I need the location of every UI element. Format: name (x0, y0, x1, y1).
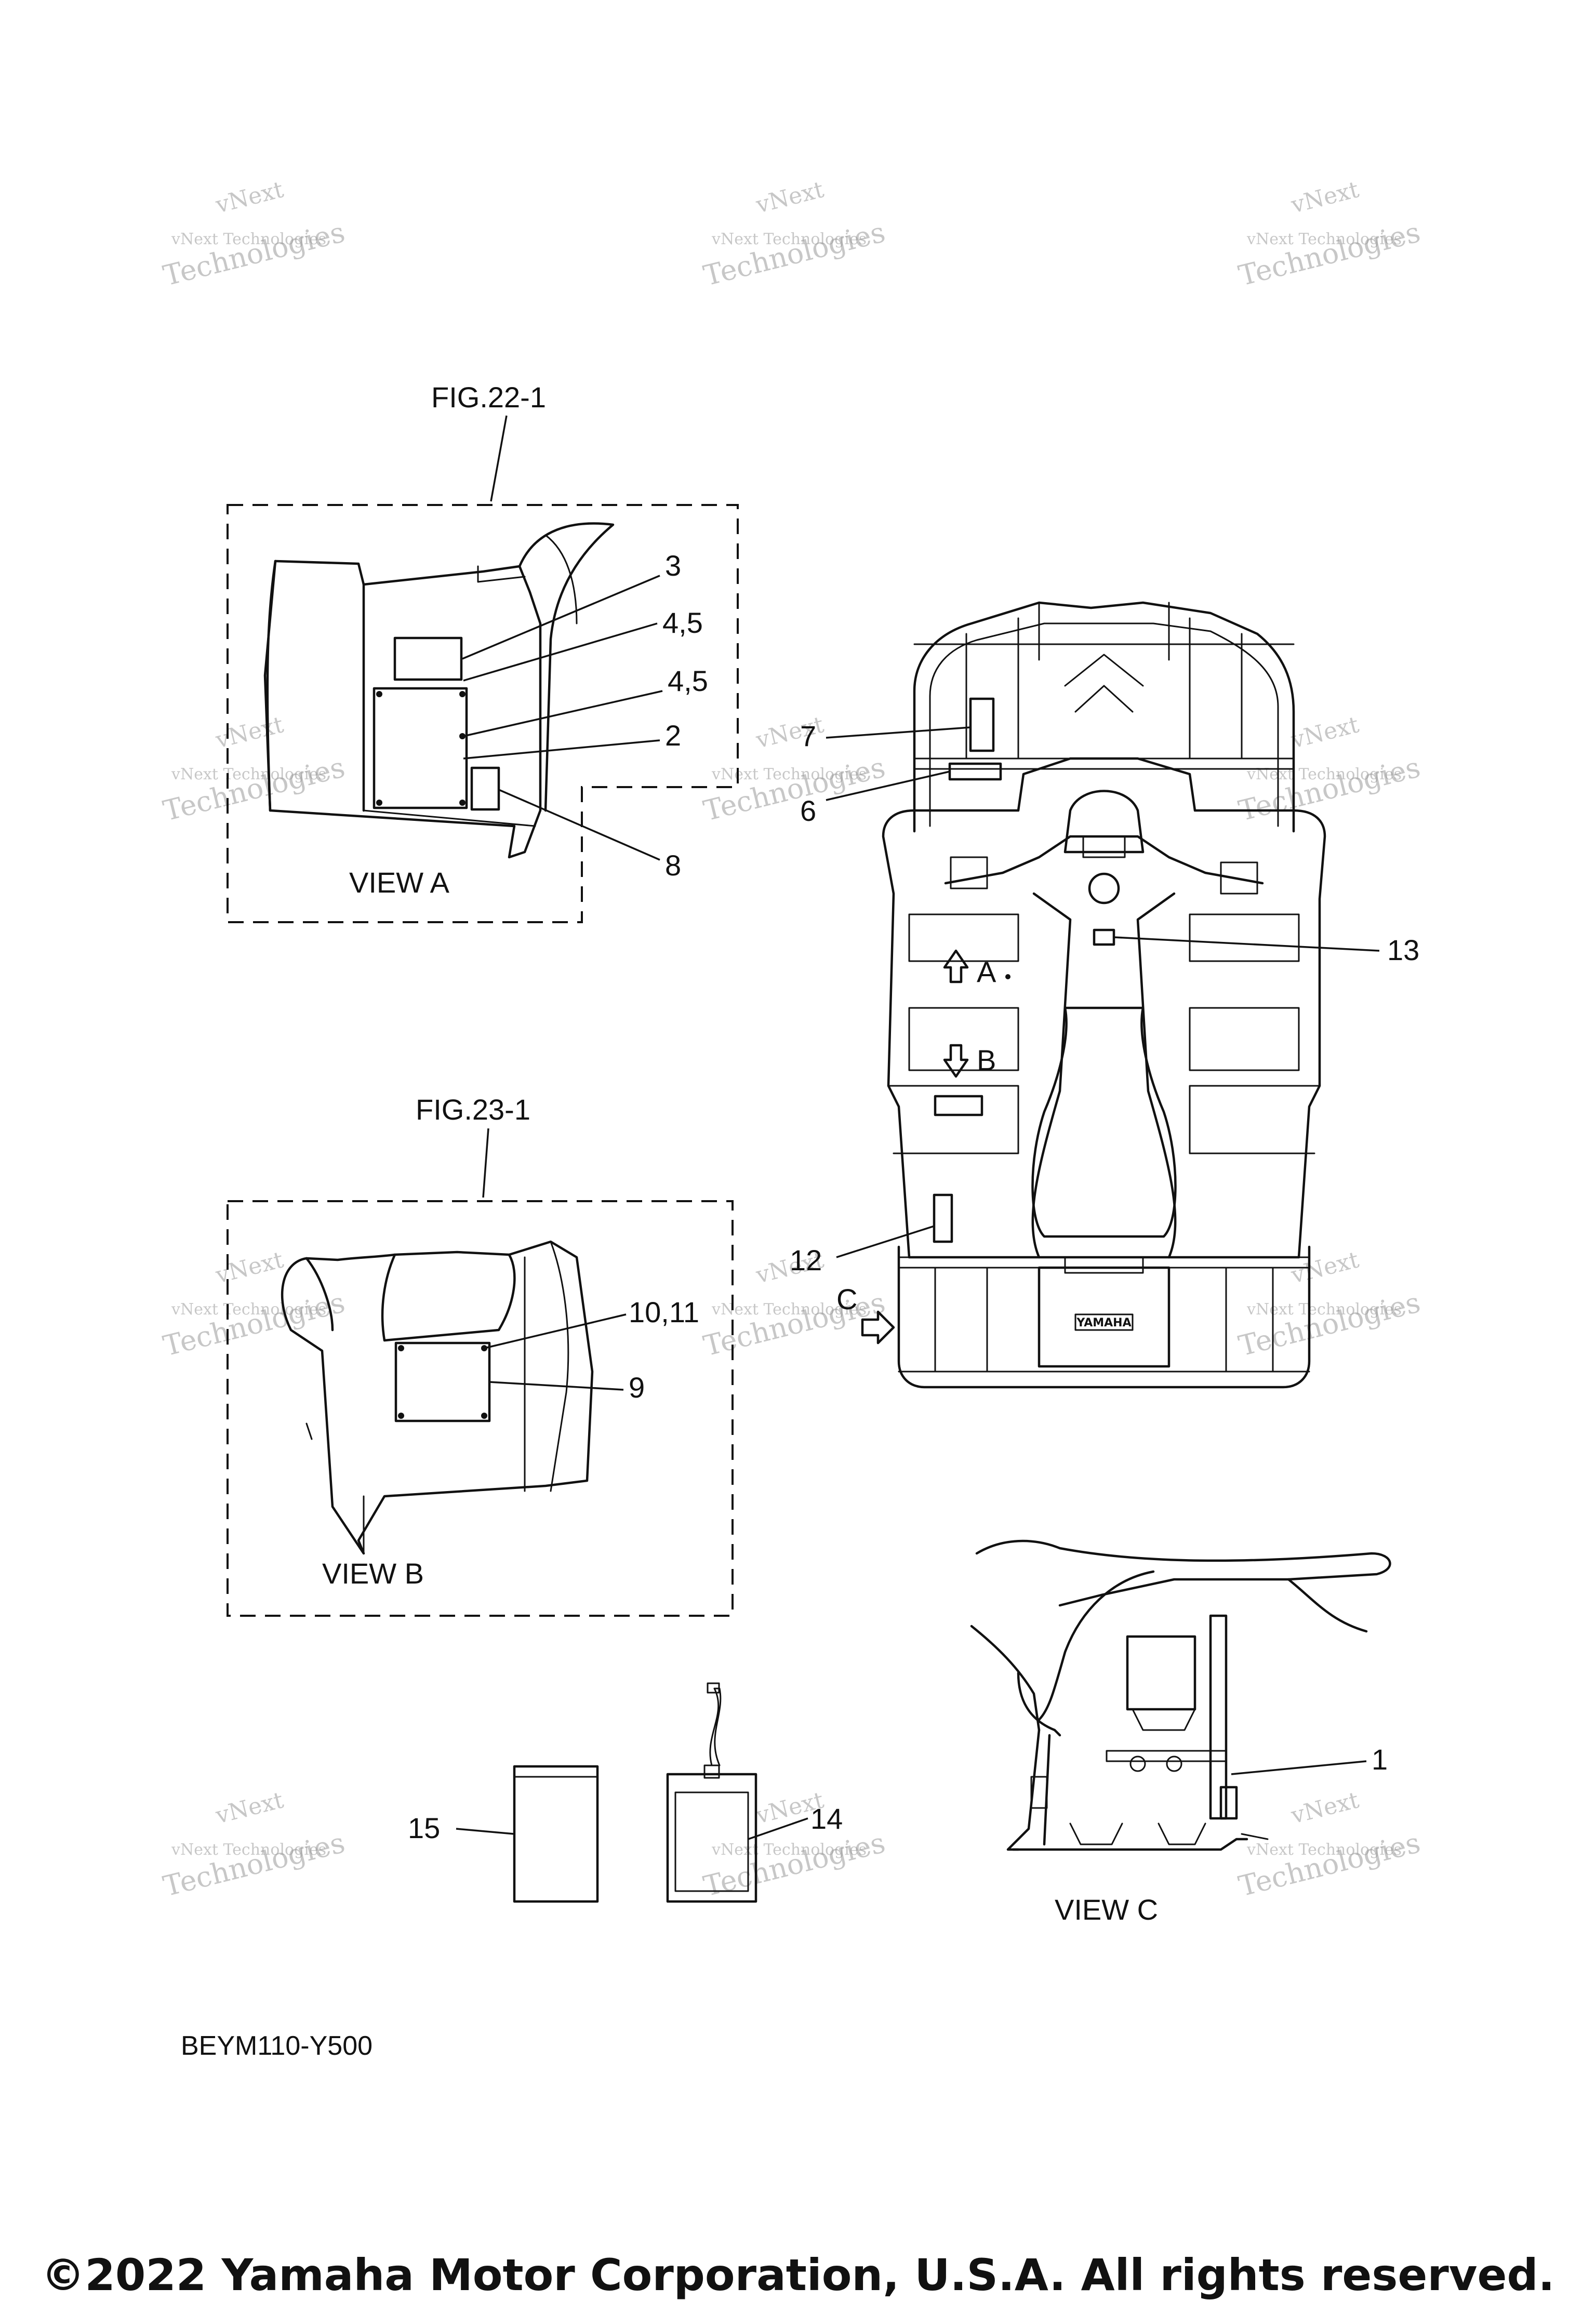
view-a-frame (227, 504, 739, 923)
watermark-mid-left: vNext vNext Technologies Technologies (160, 711, 348, 827)
front-rack (913, 601, 1295, 833)
watermark-top-right: vNext vNext Technologies Technologies (1235, 176, 1424, 292)
svg-text:vNext: vNext (1288, 711, 1362, 754)
copyright-notice: ©2022 Yamaha Motor Corporation, U.S.A. A… (41, 2250, 1555, 2300)
atv-top-view: YAMAHA A B C 7 6 13 12 (790, 601, 1419, 1389)
callout-3: 3 (665, 549, 681, 582)
fig-22-1-ref: FIG.22-1 (431, 381, 546, 414)
svg-text:vNext: vNext (753, 176, 827, 219)
view-c-title: VIEW C (1055, 1893, 1158, 1926)
view-b-title: VIEW B (322, 1557, 424, 1590)
callout-2: 2 (665, 719, 681, 752)
view-c-marker: C (836, 1283, 857, 1315)
svg-text:Technologies: Technologies (700, 751, 888, 828)
callout-6: 6 (800, 794, 816, 827)
svg-text:vNext: vNext (212, 711, 286, 754)
view-a-decal-8 (470, 766, 500, 811)
view-b-arrow (943, 1044, 969, 1078)
atv-decal-13 (1093, 928, 1115, 946)
view-b-frame (227, 1200, 734, 1617)
svg-text:Technologies: Technologies (160, 1826, 348, 1903)
svg-text:vNext Technologies: vNext Technologies (711, 1841, 867, 1859)
view-c-arrow (861, 1310, 895, 1345)
callout-13: 13 (1387, 934, 1419, 966)
fig-23-1-leader (482, 1128, 489, 1198)
atv-body (882, 757, 1326, 1259)
view-a-decal-4-5 (373, 687, 468, 809)
svg-text:vNext Technologies: vNext Technologies (1246, 230, 1402, 248)
svg-text:Technologies: Technologies (1235, 751, 1424, 828)
callout-15: 15 (408, 1812, 440, 1844)
callout-14: 14 (810, 1802, 843, 1835)
svg-text:vNext Technologies: vNext Technologies (171, 230, 326, 248)
yamaha-rear-logo: YAMAHA (1076, 1316, 1131, 1329)
view-b-decal-9 (394, 1341, 491, 1422)
watermark-lower-right: vNext vNext Technologies Technologies (1235, 1246, 1424, 1362)
callout-12: 12 (790, 1244, 822, 1276)
atv-decal-6 (948, 762, 1002, 781)
svg-text:vNext Technologies: vNext Technologies (171, 765, 326, 783)
view-c-drawing (970, 1539, 1391, 1851)
view-a-title: VIEW A (349, 866, 450, 899)
watermark-bottom-left: vNext vNext Technologies Technologies (160, 1787, 348, 1903)
view-a-arrow (943, 949, 969, 983)
svg-text:Technologies: Technologies (1235, 216, 1424, 292)
svg-text:vNext Technologies: vNext Technologies (711, 230, 867, 248)
view-a-group: FIG.22-1 3 4,5 4,5 2 8 VIEW A (227, 381, 739, 923)
view-c-decal-1 (1219, 1786, 1238, 1820)
svg-text:Technologies: Technologies (160, 1286, 348, 1363)
svg-text:Technologies: Technologies (1235, 1286, 1424, 1363)
view-a-decal-3 (393, 636, 463, 681)
callout-9: 9 (629, 1371, 645, 1404)
svg-text:vNext Technologies: vNext Technologies (171, 1841, 326, 1859)
callout-7: 7 (800, 720, 816, 752)
fuel-cap (1088, 872, 1120, 905)
atv-seat (1031, 1006, 1177, 1238)
watermark-bottom-right: vNext vNext Technologies Technologies (1235, 1787, 1424, 1903)
atv-decal-7 (969, 697, 995, 752)
svg-text:Technologies: Technologies (160, 216, 348, 292)
callout-1: 1 (1372, 1743, 1388, 1776)
svg-text:vNext: vNext (1288, 176, 1362, 219)
callout-4-5-a: 4,5 (662, 606, 703, 639)
svg-text:Technologies: Technologies (700, 1286, 888, 1363)
watermark-top-left: vNext vNext Technologies Technologies (160, 176, 348, 292)
svg-text:vNext Technologies: vNext Technologies (171, 1300, 326, 1319)
view-a-marker: A (977, 955, 996, 988)
rear-plate (1038, 1266, 1171, 1368)
atv-decal-12 (933, 1193, 953, 1243)
atv-side-decal (934, 1095, 983, 1116)
item-15-sheet: 15 (408, 1765, 599, 1903)
fig-22-1-leader (490, 415, 508, 502)
svg-text:Technologies: Technologies (700, 216, 888, 292)
view-c-group: 1 VIEW C (970, 1539, 1391, 1926)
svg-text:vNext Technologies: vNext Technologies (1246, 1841, 1402, 1859)
view-b-group: FIG.23-1 10,11 9 VIEW B (227, 1093, 734, 1617)
fig-23-1-ref: FIG.23-1 (416, 1093, 530, 1126)
watermark-top-center: vNext vNext Technologies Technologies (700, 176, 888, 292)
callout-4-5-b: 4,5 (668, 664, 708, 697)
watermark-mid-center: vNext vNext Technologies Technologies (700, 711, 888, 827)
item-14-tag: 14 (666, 1682, 843, 1903)
svg-text:vNext: vNext (212, 176, 286, 219)
svg-text:vNext: vNext (1288, 1787, 1362, 1829)
watermark-bottom-center: vNext vNext Technologies Technologies (700, 1787, 888, 1903)
view-b-marker: B (977, 1044, 996, 1076)
svg-text:Technologies: Technologies (160, 751, 348, 828)
svg-text:vNext: vNext (212, 1246, 286, 1289)
svg-text:vNext Technologies: vNext Technologies (711, 1300, 867, 1319)
watermark-lower-left: vNext vNext Technologies Technologies (160, 1246, 348, 1362)
view-a-fender-drawing (263, 522, 615, 859)
svg-text:vNext: vNext (212, 1787, 286, 1829)
callout-8: 8 (665, 849, 681, 882)
callout-10-11: 10,11 (629, 1296, 699, 1328)
diagram-code: BEYM110-Y500 (181, 2031, 373, 2061)
